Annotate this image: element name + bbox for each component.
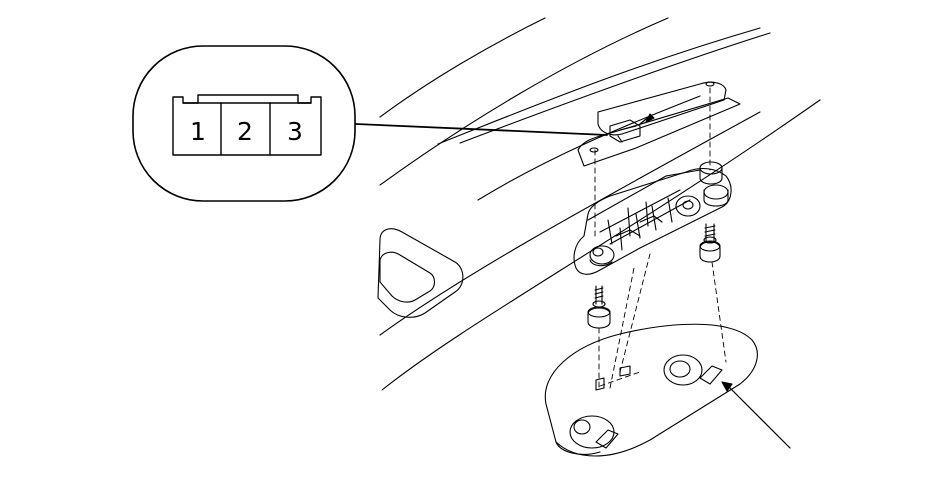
right-bulb-socket bbox=[676, 196, 700, 216]
lens-cover bbox=[545, 324, 757, 456]
lamp-lens-left bbox=[570, 416, 614, 448]
alignment-lines bbox=[595, 88, 726, 390]
lamp-lens-right bbox=[664, 355, 702, 385]
light-housing bbox=[574, 162, 731, 274]
bracket-connector bbox=[610, 120, 640, 142]
screw-right bbox=[700, 224, 720, 262]
headliner-recess bbox=[378, 229, 463, 318]
switch-right bbox=[700, 366, 722, 384]
pin-2-label: 2 bbox=[237, 117, 253, 146]
connector-callout-bubble bbox=[133, 46, 355, 201]
left-bulb-socket bbox=[590, 246, 614, 266]
screw-left bbox=[588, 286, 610, 328]
connector-face bbox=[173, 95, 321, 155]
mounting-bracket bbox=[578, 82, 740, 166]
cover-leader bbox=[722, 382, 790, 448]
headliner-contours bbox=[380, 18, 820, 390]
callout-leader-line bbox=[356, 124, 607, 135]
pin-3-label: 3 bbox=[287, 117, 303, 146]
pin-1-label: 1 bbox=[190, 117, 206, 146]
connector-callout: 1 2 3 bbox=[133, 46, 607, 201]
switch-left bbox=[596, 430, 618, 448]
mounting-boss bbox=[700, 162, 728, 206]
